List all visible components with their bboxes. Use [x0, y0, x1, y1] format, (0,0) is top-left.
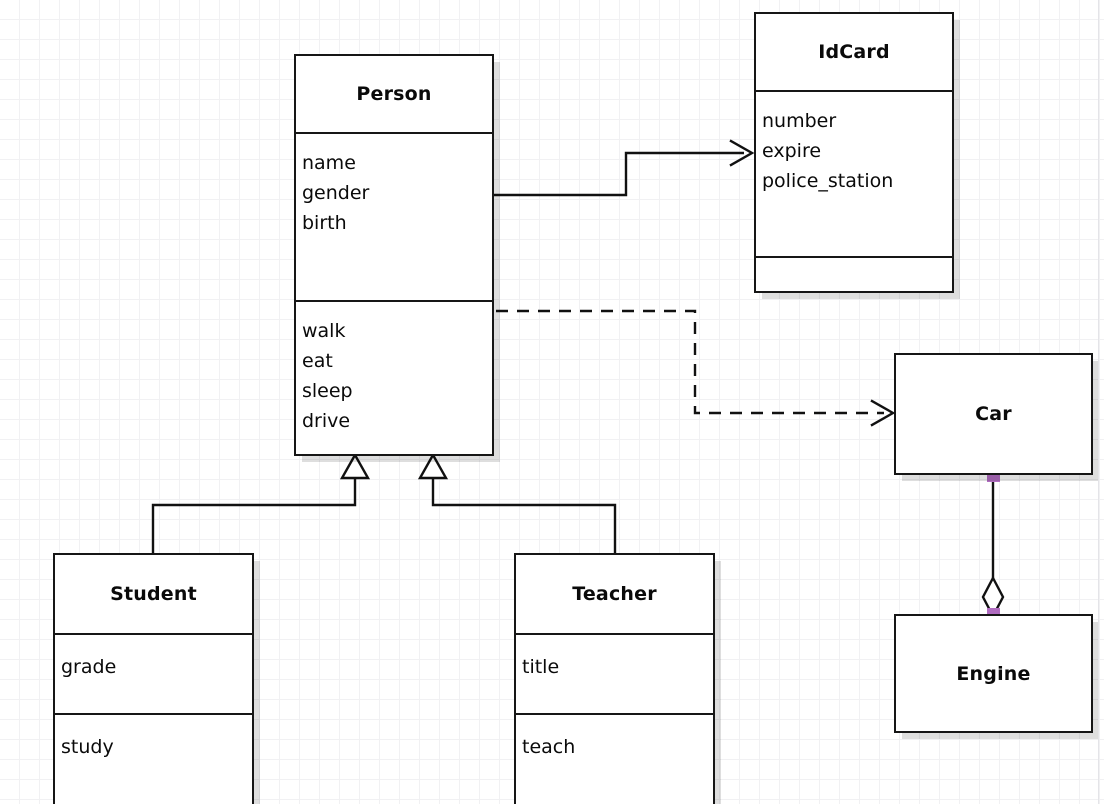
operation-row: walk	[302, 320, 346, 342]
attribute-row: grade	[61, 656, 117, 678]
operation-row: eat	[302, 350, 333, 372]
uml-class-student[interactable]: Student grade study	[53, 553, 254, 804]
class-attributes-person: name gender birth	[296, 132, 492, 300]
uml-class-teacher[interactable]: Teacher title teach	[514, 553, 715, 804]
operation-row: teach	[522, 736, 576, 758]
operation-row: sleep	[302, 380, 353, 402]
class-operations-person: walk eat sleep drive	[296, 300, 492, 454]
class-title-student: Student	[110, 583, 197, 605]
attribute-row: police_station	[762, 170, 894, 192]
edge-student-person[interactable]	[151, 452, 371, 553]
edge-teacher-person[interactable]	[417, 452, 617, 553]
attribute-row: expire	[762, 140, 822, 162]
uml-class-person[interactable]: Person name gender birth walk eat sleep …	[294, 54, 494, 456]
attribute-row: birth	[302, 212, 347, 234]
class-title-idcard: IdCard	[818, 41, 890, 63]
operation-row: study	[61, 736, 114, 758]
attribute-row: gender	[302, 182, 370, 204]
class-title-teacher: Teacher	[572, 583, 657, 605]
attribute-row: title	[522, 656, 560, 678]
class-operations-idcard	[756, 256, 952, 291]
class-title-person: Person	[356, 83, 432, 105]
operation-row: drive	[302, 410, 351, 432]
class-title-car: Car	[975, 403, 1012, 425]
attribute-row: number	[762, 110, 837, 132]
attribute-row: name	[302, 152, 356, 174]
uml-class-car[interactable]: Car	[894, 353, 1093, 475]
class-operations-teacher: teach	[516, 713, 713, 804]
edge-person-idcard[interactable]	[494, 139, 755, 197]
class-attributes-student: grade	[55, 633, 252, 713]
edge-car-engine[interactable]	[981, 469, 1005, 621]
class-operations-student: study	[55, 713, 252, 804]
uml-class-engine[interactable]: Engine	[894, 614, 1093, 733]
class-attributes-idcard: number expire police_station	[756, 90, 952, 256]
class-attributes-teacher: title	[516, 633, 713, 713]
class-title-engine: Engine	[956, 662, 1031, 685]
uml-class-idcard[interactable]: IdCard number expire police_station	[754, 12, 954, 293]
edge-person-car[interactable]	[496, 309, 896, 427]
